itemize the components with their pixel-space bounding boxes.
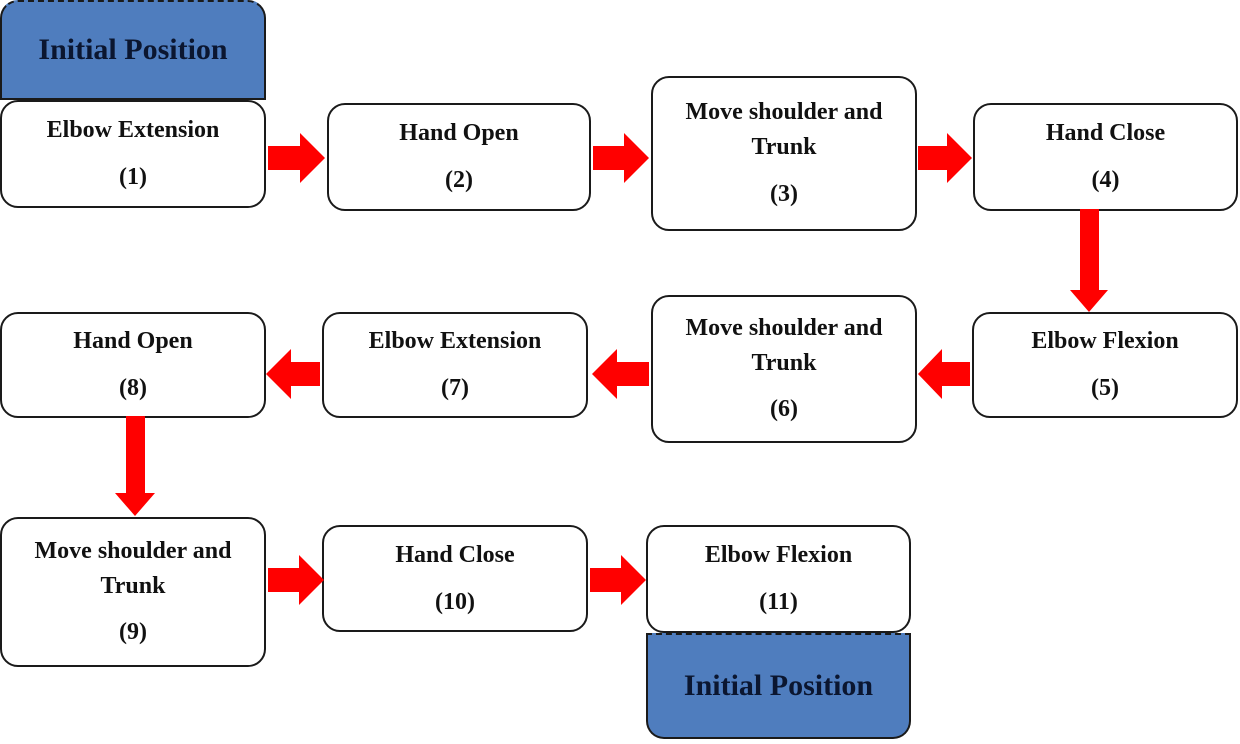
arrow-6-to-7 bbox=[592, 349, 649, 399]
initial-position-end: Initial Position bbox=[646, 633, 911, 739]
step-9-label: Move shoulder and Trunk bbox=[34, 537, 232, 599]
arrow-1-to-2 bbox=[268, 133, 325, 183]
step-5-label: Elbow Flexion bbox=[1031, 328, 1179, 355]
step-1-label: Elbow Extension bbox=[46, 117, 220, 144]
step-6-label: Move shoulder and Trunk bbox=[685, 314, 883, 376]
step-5-number: (5) bbox=[1091, 375, 1119, 401]
step-9: Move shoulder and Trunk (9) bbox=[0, 517, 266, 667]
step-7-number: (7) bbox=[441, 375, 469, 401]
step-1-number: (1) bbox=[119, 164, 147, 190]
step-5: Elbow Flexion (5) bbox=[972, 312, 1238, 418]
step-6: Move shoulder and Trunk (6) bbox=[651, 295, 917, 443]
initial-position-start-label: Initial Position bbox=[38, 33, 228, 66]
arrow-7-to-8 bbox=[266, 349, 320, 399]
step-2-label: Hand Open bbox=[399, 120, 519, 147]
step-3-label: Move shoulder and Trunk bbox=[685, 99, 883, 161]
step-8: Hand Open (8) bbox=[0, 312, 266, 418]
step-2-number: (2) bbox=[445, 167, 473, 193]
step-11-label: Elbow Flexion bbox=[704, 542, 853, 569]
step-4: Hand Close (4) bbox=[973, 103, 1238, 211]
step-7-label: Elbow Extension bbox=[368, 328, 542, 355]
step-7: Elbow Extension (7) bbox=[322, 312, 588, 418]
step-4-label: Hand Close bbox=[1045, 120, 1166, 147]
step-8-label: Hand Open bbox=[73, 328, 193, 355]
arrow-9-to-10 bbox=[268, 555, 324, 605]
step-9-number: (9) bbox=[119, 619, 147, 646]
step-1: Elbow Extension (1) bbox=[0, 100, 266, 208]
initial-position-start: Initial Position bbox=[0, 0, 266, 100]
step-8-number: (8) bbox=[119, 375, 147, 401]
initial-position-end-label: Initial Position bbox=[683, 669, 874, 702]
arrow-4-to-5 bbox=[1070, 209, 1108, 312]
arrow-10-to-11 bbox=[590, 555, 646, 605]
step-4-number: (4) bbox=[1091, 167, 1120, 193]
step-10-number: (10) bbox=[435, 588, 475, 615]
step-11-number: (11) bbox=[759, 589, 798, 615]
step-3-number: (3) bbox=[770, 180, 798, 207]
arrow-3-to-4 bbox=[918, 133, 972, 183]
arrow-8-to-9 bbox=[115, 416, 155, 516]
step-2: Hand Open (2) bbox=[327, 103, 591, 211]
arrow-5-to-6 bbox=[918, 349, 970, 399]
step-6-number: (6) bbox=[770, 396, 798, 423]
step-10: Hand Close (10) bbox=[322, 525, 588, 632]
step-10-label: Hand Close bbox=[395, 541, 515, 568]
step-11: Elbow Flexion (11) bbox=[646, 525, 911, 633]
arrow-2-to-3 bbox=[593, 133, 649, 183]
step-3: Move shoulder and Trunk (3) bbox=[651, 76, 917, 231]
